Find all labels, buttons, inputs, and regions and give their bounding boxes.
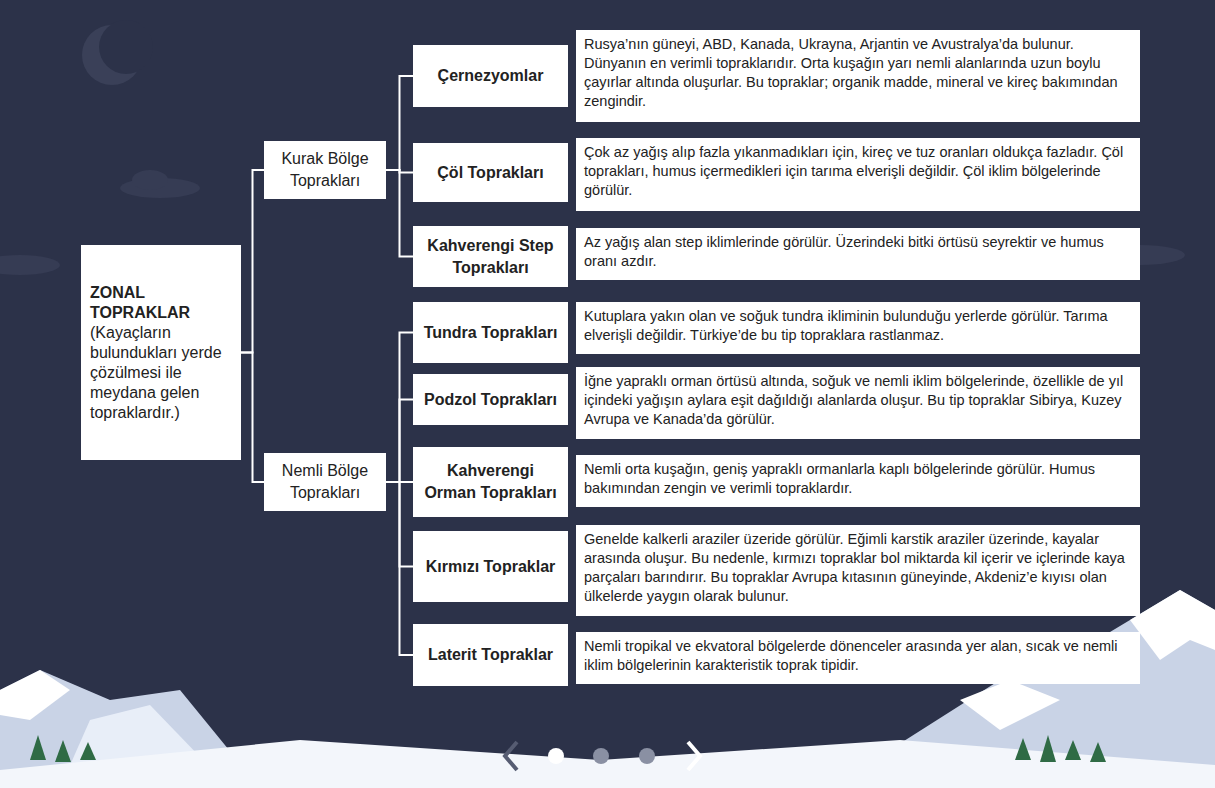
description-text: Çok az yağış alıp fazla yıkanmadıkları i… (584, 143, 1132, 200)
soil-name-box: Çernezyomlar (413, 45, 568, 107)
tree-connector (386, 170, 413, 257)
description-box: Çok az yağış alıp fazla yıkanmadıkları i… (576, 138, 1140, 211)
moon-shadow (99, 20, 153, 74)
mountains (0, 590, 1215, 788)
description-box: Nemli orta kuşağın, geniş yapraklı orman… (576, 455, 1140, 507)
box-label: Tundra Toprakları (424, 322, 558, 344)
tree-connector (386, 333, 413, 483)
soil-name-box: Podzol Toprakları (413, 374, 568, 425)
soil-name-box: Tundra Toprakları (413, 302, 568, 363)
description-text: İğne yapraklı orman örtüsü altında, soğu… (584, 372, 1132, 429)
description-text: Nemli tropikal ve ekvatoral bölgelerde d… (584, 637, 1132, 675)
soil-name-box: Kahverengi Orman Toprakları (413, 447, 568, 517)
description-text: Genelde kalkerli araziler üzeride görülü… (584, 530, 1132, 606)
category-box: Nemli Bölge Toprakları (264, 453, 386, 511)
box-label: Podzol Toprakları (424, 389, 557, 411)
description-box: Az yağış alan step iklimlerinde görülür.… (576, 228, 1140, 280)
tree-connector (386, 400, 413, 483)
tree-connector (386, 482, 413, 655)
box-label: Kahverengi Step Toprakları (419, 235, 562, 279)
description-box: Rusya’nın güneyi, ABD, Kanada, Ukrayna, … (576, 30, 1140, 122)
box-label: Kırmızı Topraklar (426, 556, 556, 578)
tree-connector (241, 170, 264, 353)
box-label: Çernezyomlar (438, 65, 544, 87)
soil-name-box: Laterit Topraklar (413, 624, 568, 686)
trees (30, 735, 1106, 762)
description-box: Kutuplara yakın olan ve soğuk tundra ikl… (576, 302, 1140, 354)
box-label: Çöl Toprakları (437, 162, 543, 184)
soil-name-box: Kahverengi Step Toprakları (413, 226, 568, 287)
description-text: Rusya’nın güneyi, ABD, Kanada, Ukrayna, … (584, 35, 1132, 111)
description-text: Kutuplara yakın olan ve soğuk tundra ikl… (584, 307, 1132, 345)
description-text: Az yağış alan step iklimlerinde görülür.… (584, 233, 1132, 271)
root-box: ZONAL TOPRAKLAR(Kayaçların bulundukları … (81, 245, 241, 460)
root-title: ZONAL TOPRAKLAR (90, 283, 232, 323)
tree-connector (386, 76, 413, 170)
soil-name-box: Kırmızı Topraklar (413, 531, 568, 602)
description-box: Nemli tropikal ve ekvatoral bölgelerde d… (576, 632, 1140, 684)
pagination (505, 742, 700, 770)
tree-connector (241, 353, 264, 483)
description-box: İğne yapraklı orman örtüsü altında, soğu… (576, 367, 1140, 439)
box-label: Kurak Bölge Toprakları (270, 148, 380, 192)
soil-name-box: Çöl Toprakları (413, 143, 568, 202)
box-label: Laterit Topraklar (428, 644, 553, 666)
box-label: Nemli Bölge Toprakları (270, 460, 380, 504)
description-text: Nemli orta kuşağın, geniş yapraklı orman… (584, 460, 1132, 498)
box-label: Kahverengi Orman Toprakları (419, 460, 562, 504)
description-box: Genelde kalkerli araziler üzeride görülü… (576, 525, 1140, 616)
category-box: Kurak Bölge Toprakları (264, 141, 386, 199)
root-note: (Kayaçların bulundukları yerde çözülmesi… (90, 323, 232, 423)
